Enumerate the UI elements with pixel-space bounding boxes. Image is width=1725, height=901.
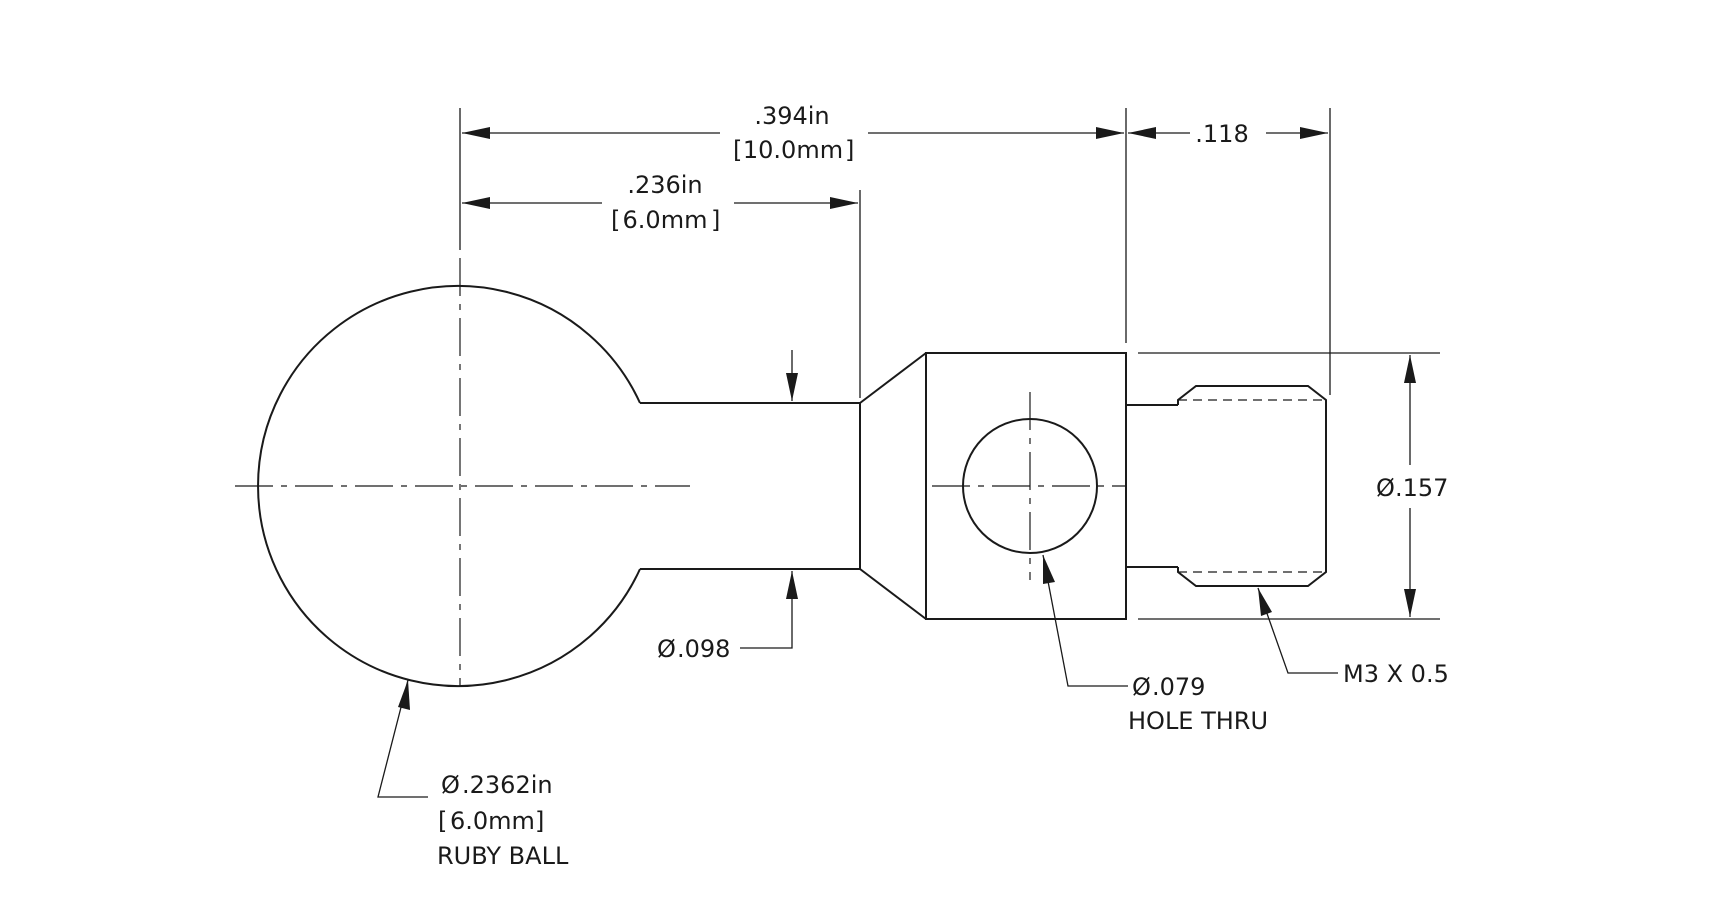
arrowhead [1404, 589, 1416, 617]
callout-thread: M3 X 0.5 [1257, 587, 1449, 688]
arrowhead [830, 197, 858, 209]
dim-overall-metric: 10.0mm [743, 136, 843, 164]
taper-bottom-edge [859, 568, 927, 620]
arrowhead [398, 680, 410, 710]
arrowhead [1128, 127, 1156, 139]
arrowhead [1096, 127, 1124, 139]
dim-neck-diameter-value: .098 [677, 635, 730, 663]
dim-overall-bracket-open: [ [733, 136, 742, 164]
dim-thread-length: .118 [1128, 120, 1328, 148]
center-lines [235, 258, 1126, 686]
arrowhead [1300, 127, 1328, 139]
ball-bracket-open: [ [438, 807, 447, 835]
arrowhead [786, 571, 798, 599]
dim-neck-bracket-close: ] [711, 206, 720, 234]
callout-ruby-ball: Ø .2362in [ 6.0mm ] RUBY BALL [377, 679, 569, 870]
dim-thread-length-value: .118 [1195, 120, 1248, 148]
ball-diameter-imperial: .2362in [462, 771, 553, 799]
dim-overall-bracket-close: ] [845, 136, 854, 164]
dim-overall-imperial: .394in [754, 102, 829, 130]
hole-diameter-symbol: Ø [1132, 673, 1151, 701]
dim-body-diameter: Ø .157 [1376, 355, 1448, 617]
dim-neck-metric: 6.0mm [623, 206, 708, 234]
dim-neck-bracket-open: [ [611, 206, 620, 234]
dim-overall-length: .394in [ 10.0mm ] [462, 102, 1124, 164]
arrowhead [786, 373, 798, 401]
extension-lines [459, 108, 1440, 620]
dim-neck-diameter-symbol: Ø [657, 635, 676, 663]
dim-neck-imperial: .236in [627, 171, 702, 199]
thread-leader [1257, 587, 1338, 674]
ball-note: RUBY BALL [437, 842, 569, 870]
ball-leader [377, 679, 428, 798]
arrowhead [1404, 355, 1416, 383]
dim-body-diameter-symbol: Ø [1376, 474, 1395, 502]
callout-hole: Ø .079 HOLE THRU [1042, 554, 1268, 735]
ball-diameter-symbol: Ø [441, 771, 460, 799]
dim-neck-dia-lower-leader [740, 571, 793, 649]
dim-body-diameter-value: .157 [1395, 474, 1448, 502]
thread-spec: M3 X 0.5 [1343, 660, 1449, 688]
hole-leader [1042, 554, 1128, 687]
hole-diameter-value: .079 [1152, 673, 1205, 701]
dim-neck-length: .236in [ 6.0mm ] [462, 171, 858, 234]
arrowhead [1043, 555, 1055, 584]
thread-outline [1177, 385, 1327, 587]
ball-diameter-metric: 6.0mm [450, 807, 535, 835]
arrowhead [462, 197, 490, 209]
arrowhead [1258, 588, 1272, 616]
taper-top-edge [859, 352, 927, 404]
dim-neck-diameter: Ø .098 [657, 350, 798, 663]
hole-note: HOLE THRU [1128, 707, 1268, 735]
ball-bracket-close: ] [535, 807, 544, 835]
arrowhead [462, 127, 490, 139]
